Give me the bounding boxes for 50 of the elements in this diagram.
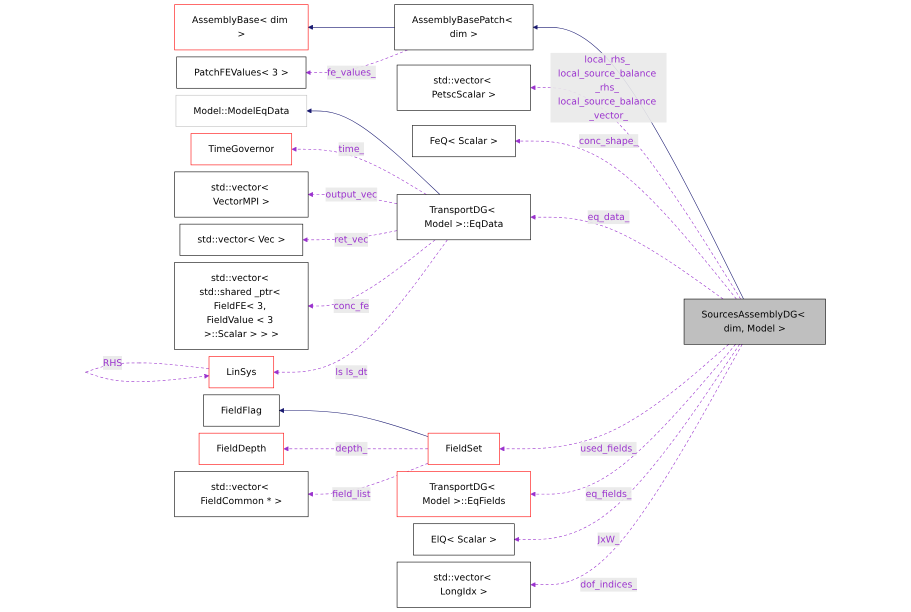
edge-label: conc_shape_ [579, 135, 638, 146]
node-box: TransportDG< Model >::EqData [396, 194, 531, 240]
arrow [530, 344, 736, 497]
edge-label: eq_fields_ [586, 488, 632, 500]
edge-label: dof_indices_ [580, 578, 637, 590]
edge-label: ret_vec [334, 234, 368, 246]
arrow [530, 214, 724, 300]
arrow [515, 138, 737, 300]
edge-label: local_rhs_ local_source_balance _rhs_ local_source_balance _vector_ [558, 54, 656, 121]
arrow [292, 146, 427, 195]
arrow [274, 240, 448, 375]
node-box: std::vector< std::shared _ptr< FieldFE< 3, FieldValue < 3 >::Scalar > > > [174, 262, 308, 350]
arrow [530, 85, 741, 300]
edge-label: RHS [102, 357, 122, 368]
node-box: FieldFlag [203, 394, 280, 426]
arrow [530, 344, 742, 588]
arrow [514, 344, 740, 542]
arrow [306, 108, 440, 195]
node-box: TimeGovernor [190, 133, 292, 166]
node-box: FieldSet [428, 432, 500, 465]
node-box: std::vector< PetscScalar > [396, 64, 531, 111]
edge-label: time_ [338, 143, 364, 154]
node-box: AssemblyBasePatch< dim > [394, 4, 534, 50]
arrow [85, 362, 210, 382]
edge-label: output_vec [326, 188, 378, 200]
node-box: std::vector< LongIdx > [396, 562, 531, 608]
edge-label: fe_values_ [327, 66, 376, 78]
node-box: PatchFEValues< 3 > [176, 56, 306, 89]
edge-label: conc_fe [334, 300, 370, 312]
node-box: LinSys [208, 356, 274, 388]
edge-label: ls ls_dt [335, 366, 368, 378]
node-box: FeQ< Scalar > [412, 125, 516, 158]
edge-label: used_fields_ [580, 443, 637, 454]
node-box: std::vector< Vec > [180, 224, 304, 256]
arrow [499, 344, 730, 452]
edge-label: JxW_ [598, 534, 620, 545]
edge-label: depth_ [336, 443, 368, 454]
node-box: ElQ< Scalar > [413, 523, 515, 556]
arrow [308, 240, 436, 309]
node-box: AssemblyBase< dim > [174, 4, 308, 50]
arrow [308, 24, 395, 30]
node-box: FieldDepth [198, 432, 284, 465]
node-box: TransportDG< Model >::EqFields [396, 471, 531, 518]
node-box: std::vector< FieldCommon * > [174, 471, 308, 518]
edge-label: field_list [332, 488, 371, 500]
node-box: SourcesAssemblyDG< dim, Model > [684, 298, 826, 345]
edge-label: eq_data_ [588, 211, 630, 222]
arrow [279, 408, 428, 437]
node-box: std::vector< VectorMPI > [174, 172, 308, 218]
node-box: Model::ModelEqData [176, 94, 308, 127]
